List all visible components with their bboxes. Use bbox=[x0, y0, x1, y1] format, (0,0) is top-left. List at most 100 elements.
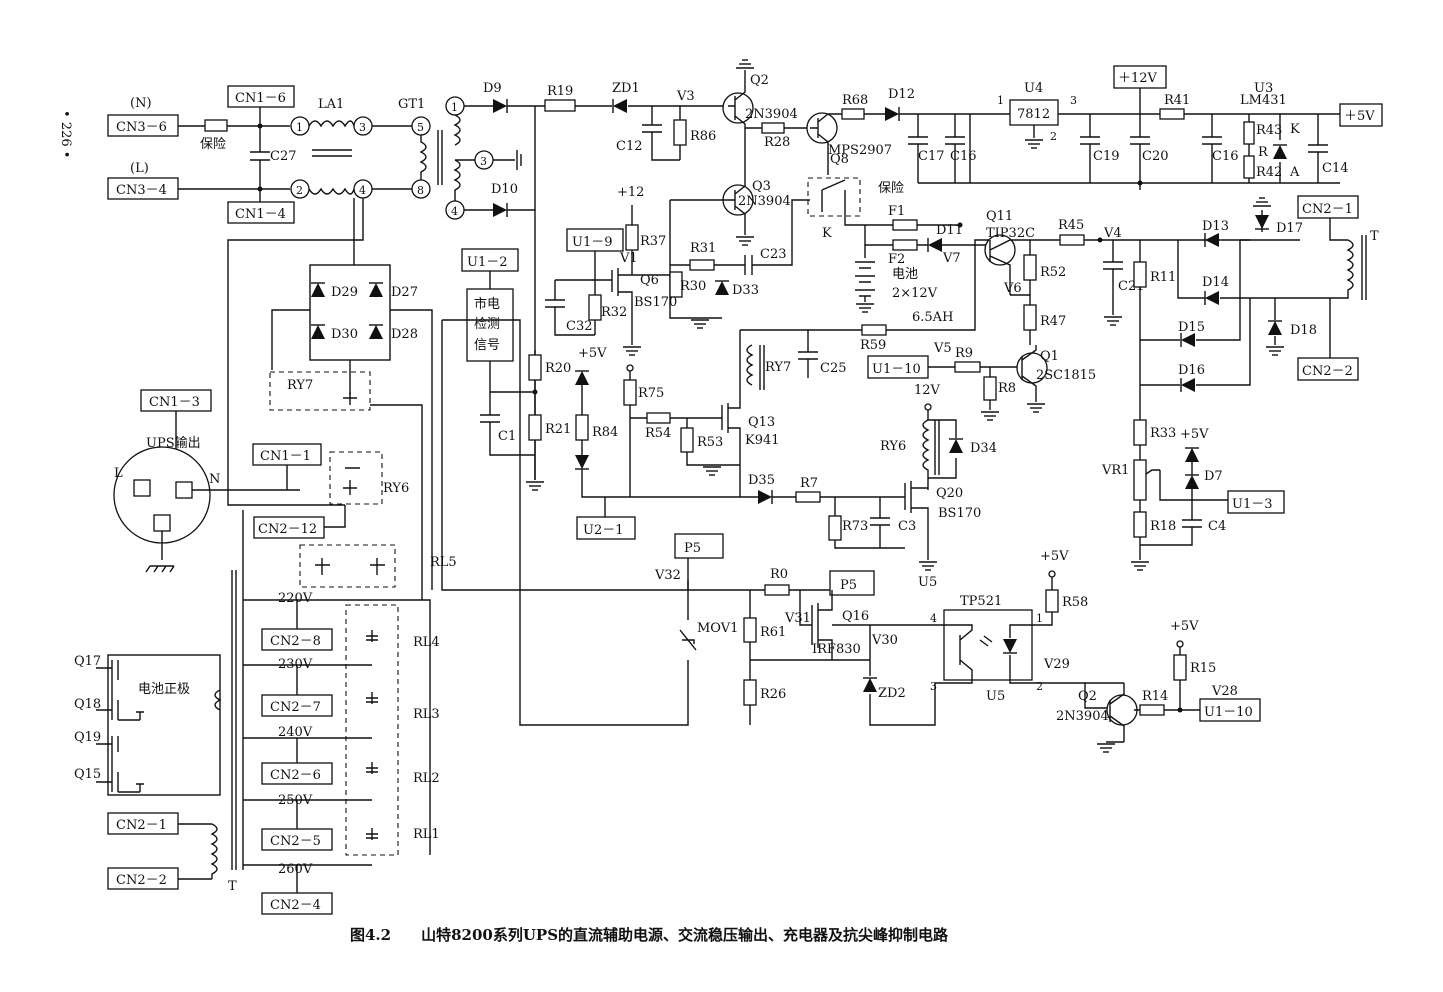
svg-text:8: 8 bbox=[417, 184, 424, 197]
label-battery-ah: 6.5AH bbox=[912, 310, 953, 325]
label-d30: D30 bbox=[331, 327, 358, 342]
label-r73: R73 bbox=[842, 519, 868, 534]
svg-text:4: 4 bbox=[359, 184, 366, 197]
rail-plus12v-label: ＋12V bbox=[1118, 71, 1158, 86]
label-r53: R53 bbox=[697, 435, 723, 450]
label-v1: V1 bbox=[619, 251, 638, 266]
connector-u2-1-label: U2－1 bbox=[583, 523, 624, 538]
label-pin2: 2 bbox=[1050, 130, 1057, 143]
label-opt2: 2 bbox=[1036, 680, 1043, 693]
connector-cn1-1-label: CN1－1 bbox=[260, 449, 311, 464]
connector-u1-3-label: U1－3 bbox=[1232, 497, 1273, 512]
label-batt-pos: 电池正极 bbox=[138, 682, 190, 697]
label-r59: R59 bbox=[860, 338, 886, 353]
label-q1: Q1 bbox=[1040, 349, 1059, 364]
label-q13: Q13 bbox=[748, 415, 775, 430]
page-number: • 226 • bbox=[58, 110, 73, 158]
label-ry7-mid: RY7 bbox=[765, 360, 791, 375]
label-r43: R43 bbox=[1256, 123, 1282, 138]
input-section: (N) CN3－6 (L) CN3－4 保险 CN1－6 CN1－4 C27 L… bbox=[74, 85, 522, 915]
label-q20: Q20 bbox=[936, 486, 963, 501]
label-a-pin: A bbox=[1289, 165, 1300, 180]
label-r15: R15 bbox=[1190, 661, 1216, 676]
label-c19: C19 bbox=[1093, 149, 1120, 164]
fuse-input bbox=[204, 119, 228, 132]
label-d17: D17 bbox=[1276, 221, 1303, 236]
mains-detect-line-3: 信号 bbox=[474, 338, 500, 353]
label-r26: R26 bbox=[760, 687, 786, 702]
label-u3-part: LM431 bbox=[1240, 93, 1287, 108]
label-q2b: Q2 bbox=[1078, 689, 1097, 704]
label-q16-part: IRF830 bbox=[812, 642, 861, 657]
label-u3: U3 bbox=[1254, 81, 1273, 96]
label-c27: C27 bbox=[270, 149, 297, 164]
label-c20: C20 bbox=[1142, 149, 1169, 164]
connector-p5-b bbox=[829, 570, 875, 596]
label-c16b: C16 bbox=[1212, 149, 1239, 164]
label-t-left: T bbox=[228, 879, 237, 894]
label-v30: V30 bbox=[871, 633, 898, 648]
label-c1: C1 bbox=[498, 429, 516, 444]
label-l-pin: L bbox=[114, 466, 123, 481]
label-fuse-left: 保险 bbox=[200, 137, 226, 152]
label-d34: D34 bbox=[970, 441, 997, 456]
label-gt1: GT1 bbox=[398, 97, 425, 112]
mains-detect-line-1: 市电 bbox=[474, 296, 500, 312]
dc-aux-supply: D9 R19 ZD1 V3 D10 C12 R86 Q2 2N3904 R28 … bbox=[464, 59, 1383, 480]
connector-u2-1 bbox=[576, 516, 636, 540]
label-d29: D29 bbox=[331, 285, 358, 300]
label-relay-k: K bbox=[822, 226, 832, 241]
connector-cn2-7-label: CN2－7 bbox=[270, 700, 321, 715]
svg-text:3: 3 bbox=[359, 121, 366, 134]
label-240v: 240V bbox=[278, 725, 313, 740]
label-r33: R33 bbox=[1150, 426, 1176, 441]
label-rl3: RL3 bbox=[413, 707, 440, 722]
connector-cn2-6-label: CN2－6 bbox=[270, 768, 321, 783]
label-zd2: ZD2 bbox=[878, 686, 906, 701]
label-v5: V5 bbox=[933, 341, 952, 356]
connector-cn2-2-left-label: CN2－2 bbox=[116, 873, 167, 888]
label-c14: C14 bbox=[1322, 161, 1349, 176]
label-q3-part: 2N3904 bbox=[738, 194, 791, 209]
label-v28: V28 bbox=[1211, 684, 1238, 699]
connector-cn2-2-right bbox=[1297, 357, 1359, 381]
label-u4: U4 bbox=[1024, 81, 1043, 96]
connector-cn1-6 bbox=[227, 85, 295, 108]
label-n-pin: N bbox=[209, 472, 220, 487]
label-d9: D9 bbox=[483, 81, 502, 96]
connector-cn2-1-right-label: CN2－1 bbox=[1302, 202, 1353, 217]
label-opt4: 4 bbox=[930, 612, 937, 625]
label-t-right: T bbox=[1370, 229, 1379, 244]
label-d12: D12 bbox=[888, 87, 915, 102]
mains-detect-section: U1－2 市电 检测 信号 R20 R21 C1 +5V R84 U2－1 R7… bbox=[461, 195, 1379, 590]
label-r11: R11 bbox=[1150, 270, 1176, 285]
label-r31: R31 bbox=[690, 241, 716, 256]
label-q2: Q2 bbox=[750, 73, 769, 88]
rail-plus5v bbox=[1339, 103, 1383, 127]
connector-u1-10-b-label: U1－10 bbox=[1204, 705, 1253, 720]
connector-p5-b-label: P5 bbox=[840, 578, 857, 593]
label-u5-label: U5 bbox=[918, 575, 937, 590]
connector-cn1-4 bbox=[227, 201, 295, 224]
label-r37: R37 bbox=[640, 234, 666, 249]
label-plus5-a: +5V bbox=[578, 346, 607, 361]
label-c16a: C16 bbox=[950, 149, 977, 164]
svg-text:3: 3 bbox=[480, 155, 487, 168]
label-r21: R21 bbox=[545, 422, 571, 437]
label-tp521: TP521 bbox=[960, 594, 1002, 609]
svg-text:2: 2 bbox=[296, 184, 303, 197]
connector-cn1-6-label: CN1－6 bbox=[235, 91, 286, 106]
surge-suppression: P5 V32 MOV1 R0 P5 R61 R26 V31 Q16 IRF830… bbox=[441, 319, 1261, 753]
connector-cn2-5-label: CN2－5 bbox=[270, 834, 321, 849]
label-d28: D28 bbox=[391, 327, 418, 342]
label-la1: LA1 bbox=[318, 97, 344, 112]
label-r28: R28 bbox=[764, 135, 790, 150]
label-r47: R47 bbox=[1040, 314, 1066, 329]
connector-u1-9-label: U1－9 bbox=[572, 235, 613, 250]
label-q2b-part: 2N3904 bbox=[1056, 709, 1109, 724]
connector-cn1-3-label: CN1－3 bbox=[149, 395, 200, 410]
label-r14: R14 bbox=[1142, 689, 1168, 704]
label-c3: C3 bbox=[898, 519, 916, 534]
label-r45: R45 bbox=[1058, 218, 1084, 233]
